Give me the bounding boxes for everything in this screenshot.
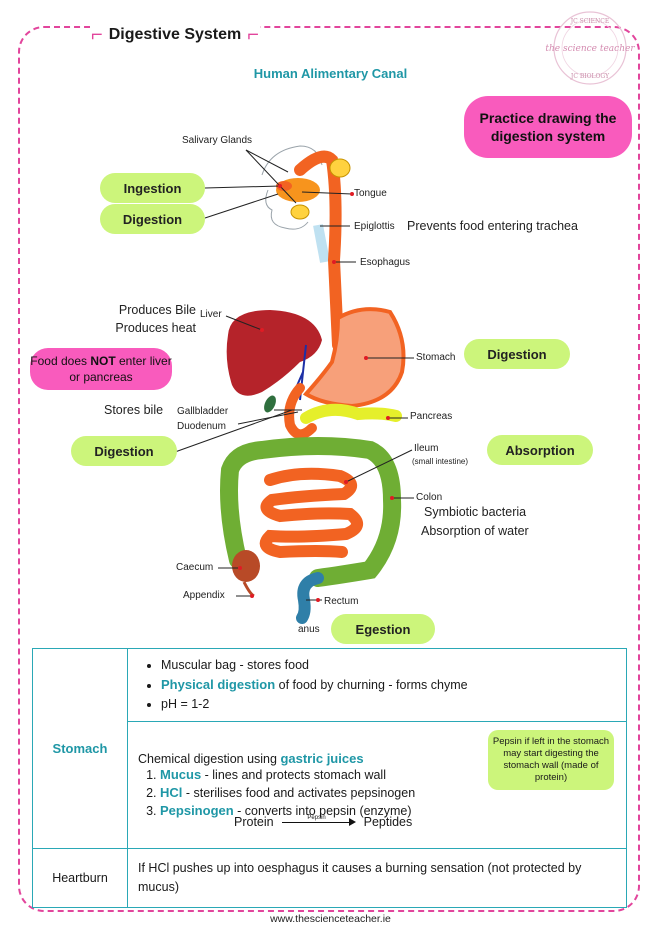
label-stomach: Stomach xyxy=(416,352,456,363)
label-esophagus: Esophagus xyxy=(360,257,411,268)
stomach-info-table: Stomach Muscular bag - stores food Physi… xyxy=(32,648,627,908)
trachea xyxy=(313,224,330,263)
seal-logo: JC SCIENCE the science teacher JC BIOLOG… xyxy=(545,11,635,85)
liver-shape xyxy=(226,310,322,396)
stomach-chemical-cell: Chemical digestion using gastric juices … xyxy=(127,721,627,849)
note-colon-1: Symbiotic bacteria xyxy=(424,505,527,519)
seal-top-text: JC SCIENCE xyxy=(570,18,610,25)
stomach-row-header: Stomach xyxy=(32,648,128,849)
label-caecum: Caecum xyxy=(176,562,214,573)
header: ⌐ Digestive System ⌐ xyxy=(90,22,260,48)
caecum-shape xyxy=(232,550,260,582)
duodenum-shape xyxy=(284,383,317,440)
equation-product: Peptides xyxy=(363,815,413,829)
page-title: Digestive System xyxy=(108,26,242,43)
salivary-gland-2 xyxy=(290,204,310,220)
footer-website: www.thescienceteacher.ie xyxy=(270,913,391,925)
tag-egestion: Egestion xyxy=(331,614,435,644)
pointer-dots xyxy=(238,184,394,602)
label-tongue: Tongue xyxy=(354,188,387,199)
tag-digestion-stomach: Digestion xyxy=(464,339,570,369)
esophagus-shape xyxy=(294,150,344,351)
label-liver: Liver xyxy=(200,309,222,320)
label-epiglottis: Epiglottis xyxy=(354,221,395,232)
tag-digestion-duodenum: Digestion xyxy=(71,436,177,466)
note-colon-2: Absorption of water xyxy=(421,524,529,538)
gastric-item-mucus: Mucus - lines and protects stomach wall xyxy=(160,766,616,784)
heartburn-row-header: Heartburn xyxy=(32,848,128,908)
bullet-ph: pH = 1-2 xyxy=(161,695,625,714)
bullet-muscular-bag: Muscular bag - stores food xyxy=(161,656,625,675)
label-ileum: Ileum xyxy=(414,443,439,454)
equation-arrow-icon: Pepsin xyxy=(281,815,356,828)
label-duodenum: Duodenum xyxy=(177,421,226,432)
equation-reactant: Protein xyxy=(234,815,274,829)
heartburn-text: If HCl pushes up into oesphagus it cause… xyxy=(127,848,627,908)
label-appendix: Appendix xyxy=(183,590,225,601)
label-gallbladder: Gallbladder xyxy=(177,406,229,417)
colon-shape xyxy=(220,437,402,587)
protein-equation: Protein Pepsin Peptides xyxy=(234,815,412,829)
note-epiglottis: Prevents food entering trachea xyxy=(407,219,578,233)
diagram-subtitle: Human Alimentary Canal xyxy=(253,66,408,81)
appendix-shape xyxy=(242,581,255,598)
tag-ingestion: Ingestion xyxy=(100,173,205,203)
equation-enzyme: Pepsin xyxy=(307,815,326,821)
seal-middle-text: the science teacher xyxy=(545,44,635,54)
page-border xyxy=(18,26,640,912)
label-anus: anus xyxy=(298,624,320,635)
bracket-right-icon: ⌐ xyxy=(247,23,259,46)
chemical-intro: Chemical digestion using gastric juices xyxy=(138,750,364,766)
gastric-item-hcl: HCl - sterilises food and activates peps… xyxy=(160,784,616,802)
gastric-juice-list: Mucus - lines and protects stomach wall … xyxy=(138,766,616,820)
label-rectum: Rectum xyxy=(324,596,359,607)
small-intestine-shape xyxy=(259,467,363,559)
seal-bottom-text: JC BIOLOGY xyxy=(570,73,610,80)
label-salivary-glands: Salivary Glands xyxy=(182,135,253,146)
practice-bubble: Practice drawing the digestion system xyxy=(464,96,632,158)
label-pancreas: Pancreas xyxy=(410,411,453,422)
gastric-item-pepsinogen: Pepsinogen - converts into pepsin (enzym… xyxy=(160,802,616,820)
tag-digestion-mouth: Digestion xyxy=(100,204,205,234)
alimentary-canal-diagram xyxy=(174,145,414,624)
bullet-physical-digestion: Physical digestion of food by churning -… xyxy=(161,675,625,695)
pointer-lines xyxy=(174,149,414,601)
lips-shape xyxy=(276,181,292,191)
gallbladder-shape xyxy=(264,395,276,413)
label-colon: Colon xyxy=(416,492,443,503)
note-gallbladder: Stores bile xyxy=(104,403,164,417)
label-small-intestine: (small intestine) xyxy=(412,457,469,466)
bracket-left-icon: ⌐ xyxy=(91,23,103,46)
chin-outline xyxy=(265,189,309,230)
salivary-gland-1 xyxy=(329,158,351,178)
stomach-physical-cell: Muscular bag - stores food Physical dige… xyxy=(127,648,627,722)
food-note: Food does NOT enter liver or pancreas xyxy=(30,348,172,390)
rectum-shape xyxy=(296,572,324,624)
pancreas-shape xyxy=(300,403,402,424)
tag-absorption: Absorption xyxy=(487,435,593,465)
pepsin-note: Pepsin if left in the stomach may start … xyxy=(488,730,614,790)
